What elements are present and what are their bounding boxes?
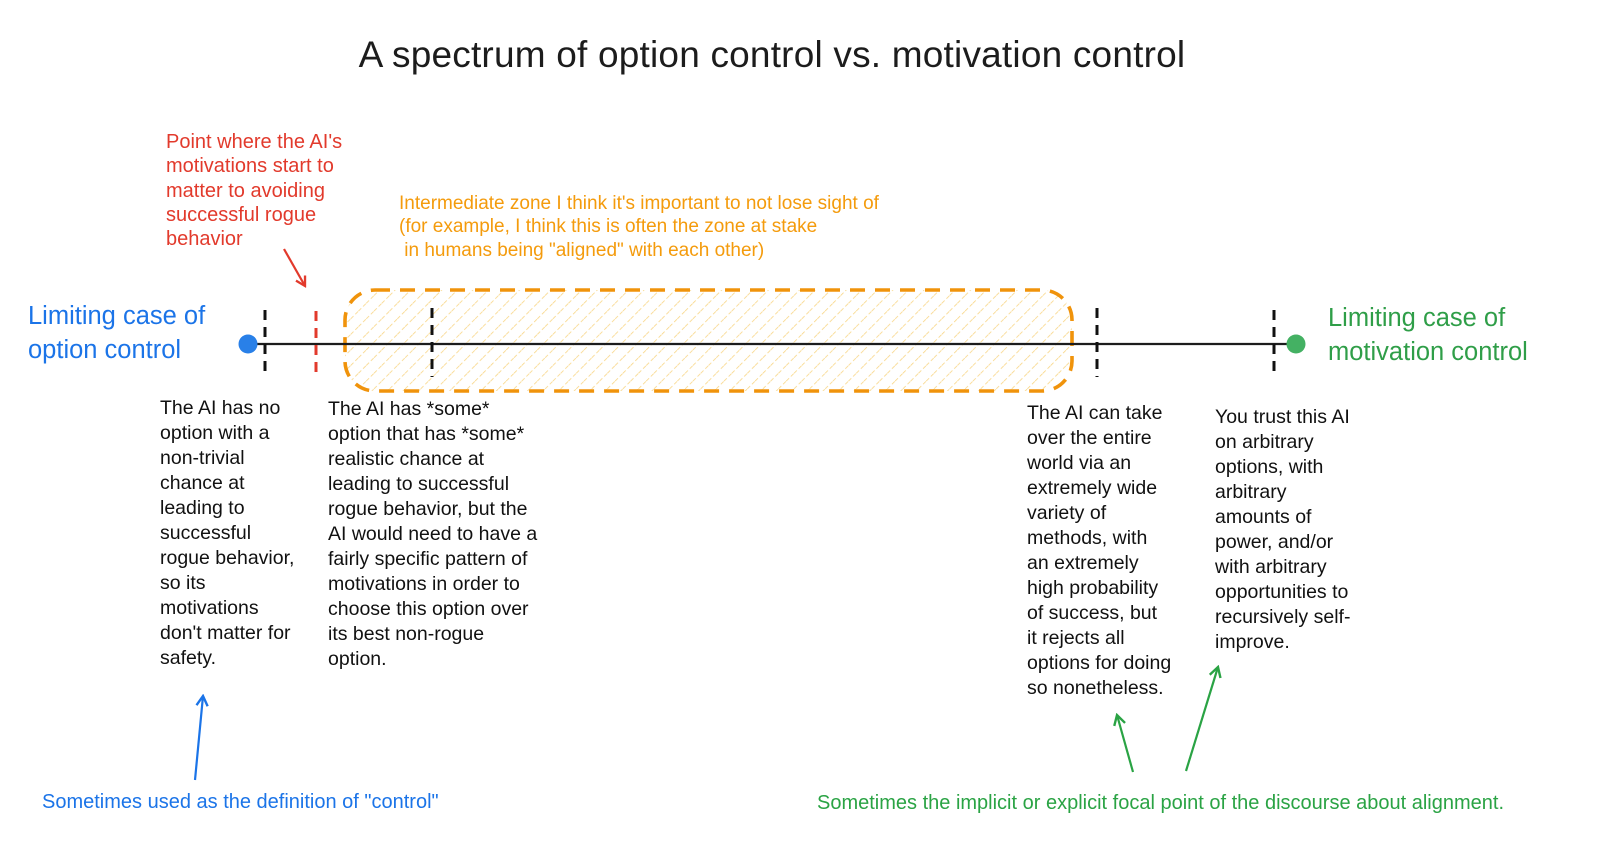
- right-endpoint-label: Limiting case of motivation control: [1328, 304, 1528, 366]
- green-arrow-right: [1184, 667, 1218, 772]
- red-threshold-annotation: Point where the AI's motivations start t…: [166, 131, 343, 251]
- red-arrow: [283, 248, 305, 286]
- description-rejects-takeover: The AI can take over the entire world vi…: [1027, 402, 1172, 699]
- intermediate-zone-annotation: Intermediate zone I think it's important…: [399, 193, 879, 261]
- description-full-trust: You trust this AI on arbitrary options, …: [1215, 406, 1351, 653]
- description-no-rogue-option: The AI has no option with a non-trivial …: [160, 397, 295, 669]
- motivation-control-endpoint-dot: [1286, 334, 1306, 354]
- intermediate-zone-box: [343, 288, 1074, 393]
- diagram-title: A spectrum of option control vs. motivat…: [358, 34, 1186, 75]
- description-some-rogue-option: The AI has *some* option that has *some*…: [328, 398, 538, 670]
- blue-arrow: [193, 696, 203, 781]
- green-arrow-left: [1117, 715, 1135, 773]
- option-control-endpoint-dot: [238, 334, 258, 354]
- alignment-discourse-caption: Sometimes the implicit or explicit focal…: [817, 792, 1505, 814]
- control-definition-caption: Sometimes used as the definition of "con…: [42, 791, 439, 813]
- left-endpoint-label: Limiting case of option control: [28, 302, 206, 364]
